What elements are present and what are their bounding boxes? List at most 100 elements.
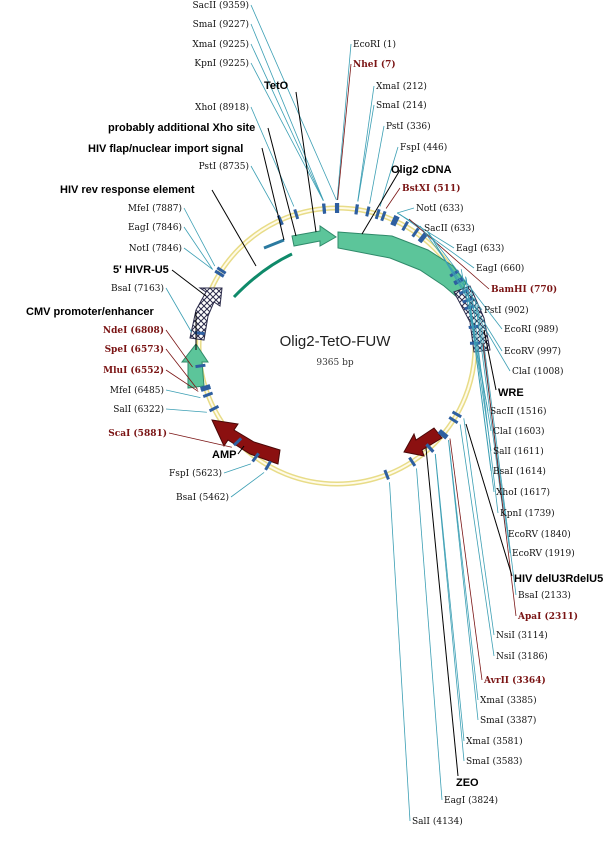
site-tick xyxy=(264,460,272,471)
site-tick xyxy=(214,269,225,278)
rre-arc xyxy=(232,252,293,299)
site-leader-line xyxy=(183,226,213,270)
feature-leaders xyxy=(171,91,513,777)
site-tick xyxy=(390,215,398,226)
site-label: EagI (3824) xyxy=(444,795,498,806)
site-label: MfeI (7887) xyxy=(128,203,182,214)
feature-hivr-u5-label: 5' HIVR-U5 xyxy=(113,264,169,276)
site-tick xyxy=(383,469,390,480)
site-leader-line xyxy=(250,165,278,214)
site-leader-line xyxy=(183,207,216,267)
site-leader-line xyxy=(357,85,375,202)
feature-olig2-label: Olig2 cDNA xyxy=(391,164,452,176)
site-leader-line xyxy=(419,225,483,311)
site-leader-line xyxy=(168,432,232,448)
site-tick xyxy=(408,456,417,467)
hivr-u5-arrow xyxy=(189,287,223,341)
site-leader-line xyxy=(250,4,337,201)
site-tick xyxy=(216,266,227,275)
site-label: FspI (5623) xyxy=(169,468,222,479)
site-leader-line xyxy=(459,424,495,657)
site-label: SacII (1516) xyxy=(490,406,546,417)
site-tick xyxy=(354,204,359,215)
site-tick xyxy=(380,210,387,222)
site-leader-line xyxy=(449,438,483,681)
site-label: SmaI (3583) xyxy=(466,756,522,767)
site-tick xyxy=(449,269,460,278)
site-leader-line xyxy=(337,63,352,201)
site-leader-line xyxy=(434,453,465,742)
feature-xho-site-label: probably additional Xho site xyxy=(108,122,255,134)
site-label: EcoRI (1) xyxy=(353,39,396,50)
site-leader-line xyxy=(397,207,415,214)
site-label: SacII (633) xyxy=(424,223,475,234)
site-label: XmaI (9225) xyxy=(192,39,249,50)
site-label: NotI (7846) xyxy=(129,243,182,254)
site-label: EcoRI (989) xyxy=(504,324,558,335)
site-label: EcoRV (1840) xyxy=(508,529,571,540)
site-label: ClaI (1603) xyxy=(493,426,544,437)
site-label: EagI (660) xyxy=(476,263,524,274)
features-layer xyxy=(180,225,491,465)
feature-cmv-label: CMV promoter/enhancer xyxy=(26,306,154,318)
site-leader-line xyxy=(379,146,399,207)
site-leader-line xyxy=(165,408,207,413)
site-leader-line xyxy=(434,454,465,762)
teto-arrow xyxy=(291,225,337,247)
feature-rre-label: HIV rev response element xyxy=(60,184,195,196)
site-leader-line xyxy=(482,342,517,617)
site-leader-line xyxy=(465,277,495,493)
site-tick xyxy=(437,430,448,440)
site-leader-line xyxy=(474,297,507,535)
site-tick xyxy=(200,384,211,391)
site-tick xyxy=(451,410,462,419)
site-leader-line xyxy=(165,329,193,368)
site-label: ApaI (2311) xyxy=(517,611,578,622)
site-tick xyxy=(425,443,435,453)
site-tick xyxy=(374,208,381,220)
site-label: KpnI (9225) xyxy=(194,58,249,69)
site-label: XmaI (3385) xyxy=(480,695,537,706)
site-leader-line xyxy=(385,187,401,209)
site-leader-line xyxy=(165,287,192,333)
feature-hiv-delu3-label: HIV delU3RdelU5 xyxy=(514,573,603,585)
plasmid-size: 9365 bp xyxy=(316,358,354,368)
site-leader-line xyxy=(389,482,411,822)
feature-zeo-label: ZEO xyxy=(456,777,479,789)
site-label: XmaI (212) xyxy=(376,81,427,92)
site-leader-line xyxy=(448,440,479,701)
site-leader-line xyxy=(481,325,517,596)
plasmid-name: Olig2-TetO-FUW xyxy=(280,333,392,350)
site-leader-line xyxy=(448,440,479,721)
site-leader-line xyxy=(408,218,490,290)
site-leader-line xyxy=(230,472,265,498)
site-tick xyxy=(458,288,470,296)
site-ticks-layer xyxy=(194,202,481,480)
site-leader-line xyxy=(223,463,251,474)
site-leader-line xyxy=(250,62,324,201)
site-label: ScaI (5881) xyxy=(108,428,167,439)
site-leader-line xyxy=(250,43,324,201)
site-tick xyxy=(232,437,243,447)
site-label: AvrII (3364) xyxy=(483,675,546,686)
site-leader-line xyxy=(183,247,213,270)
site-label: SmaI (9227) xyxy=(193,19,249,30)
site-label: BsaI (5462) xyxy=(176,492,229,503)
site-tick xyxy=(200,385,212,392)
site-label: SpeI (6573) xyxy=(105,344,164,355)
site-label: BsaI (1614) xyxy=(493,466,546,477)
feature-wre-label: WRE xyxy=(498,387,524,399)
site-label: SalI (4134) xyxy=(412,816,463,827)
site-leader-line xyxy=(250,23,324,201)
amp-arrow xyxy=(211,419,281,465)
site-tick xyxy=(293,208,300,220)
site-leader-line xyxy=(416,468,443,801)
site-label: FspI (446) xyxy=(400,142,447,153)
feature-teto-label: TetO xyxy=(264,80,289,92)
site-tick xyxy=(419,233,428,244)
site-label: ClaI (1008) xyxy=(512,366,563,377)
site-tick xyxy=(438,429,449,438)
site-label: SalI (1611) xyxy=(493,446,544,457)
site-tick xyxy=(401,220,409,232)
feature-labels: TetO probably additional Xho site HIV fl… xyxy=(26,80,603,789)
